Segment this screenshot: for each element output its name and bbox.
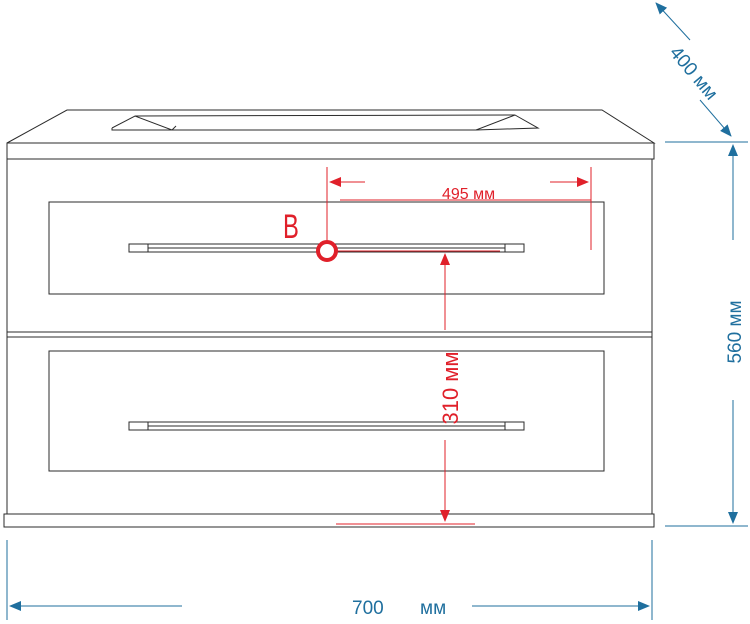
depth-value: 400 мм xyxy=(665,43,722,105)
width-dimension xyxy=(6,540,653,620)
sink-basin xyxy=(111,114,540,131)
drain-offset-value: 495 мм xyxy=(442,186,495,203)
drain-marker-label: B xyxy=(283,208,299,246)
depth-dimension xyxy=(655,2,732,137)
countertop xyxy=(6,109,656,160)
drain-height-dimension xyxy=(336,250,500,525)
drawer-bottom-handle xyxy=(128,421,525,431)
drain-height-value: 310 мм xyxy=(438,351,463,424)
width-unit: мм xyxy=(420,598,446,619)
drain-point-marker xyxy=(316,240,338,262)
height-value: 560 мм xyxy=(725,300,746,363)
drain-offset-dimension xyxy=(326,167,592,250)
cabinet-body xyxy=(3,158,655,528)
height-dimension xyxy=(665,141,748,527)
drawer-bottom xyxy=(48,350,605,472)
width-value: 700 xyxy=(352,598,384,619)
